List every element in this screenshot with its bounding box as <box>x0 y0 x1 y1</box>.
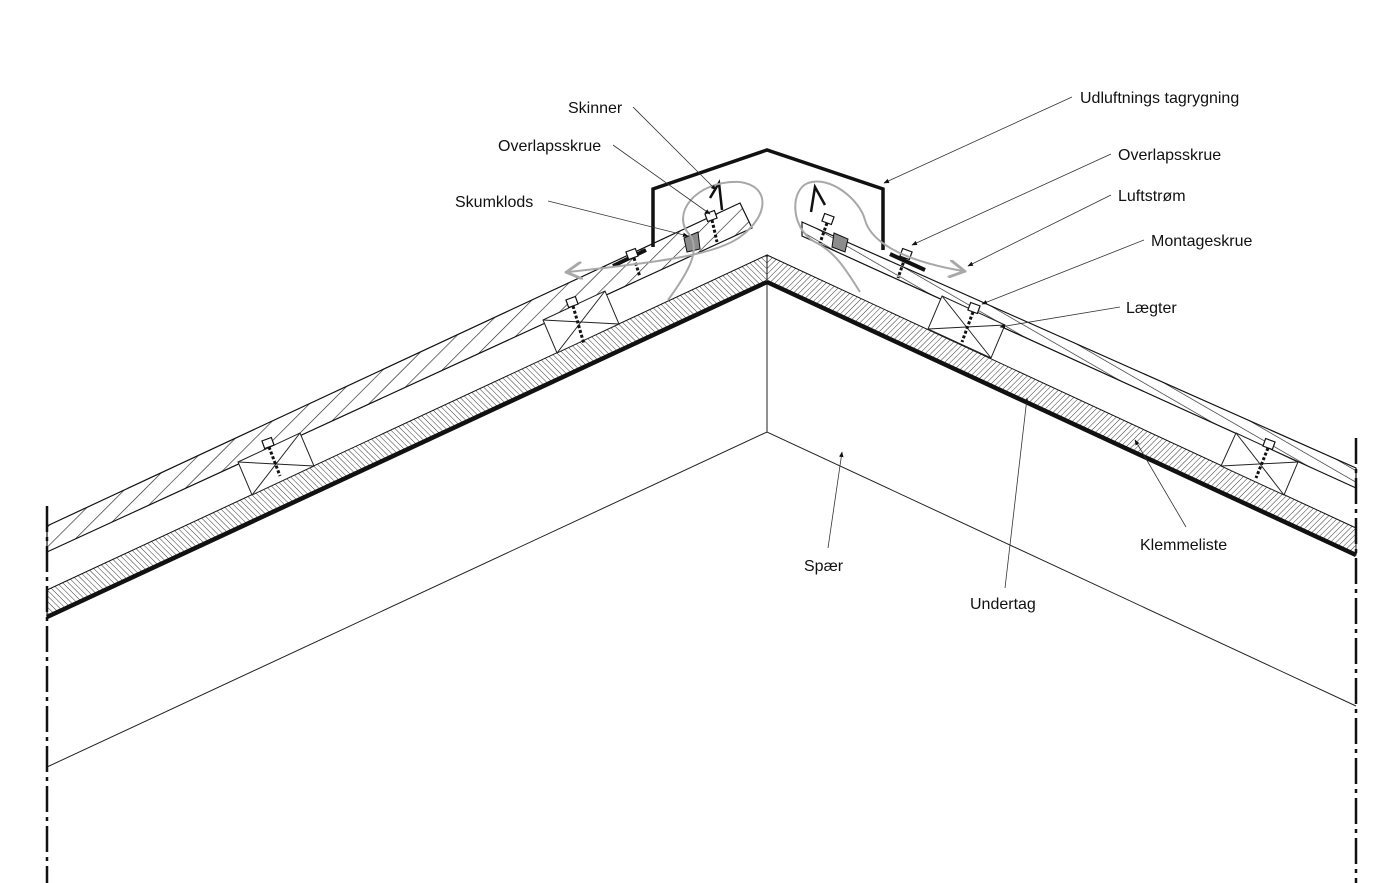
label-montageskrue: Montageskrue <box>1151 233 1252 250</box>
label-luftstroem: Luftstrøm <box>1118 188 1186 205</box>
airflow-right <box>794 180 963 293</box>
mounting-screw-right-upper <box>960 301 981 343</box>
label-udluftnings-tagrygning: Udluftnings tagrygning <box>1080 90 1239 107</box>
overlap-screw-left-lower <box>612 247 647 278</box>
mounting-screw-left-upper <box>565 295 586 345</box>
foam-block-left <box>683 231 701 253</box>
mounting-screw-left-lower <box>261 436 282 477</box>
ventilated-ridge-cap <box>651 148 885 250</box>
label-klemmeliste: Klemmeliste <box>1140 537 1227 554</box>
rail-hook-right <box>809 183 827 213</box>
underlay-right <box>766 254 1357 558</box>
label-undertag: Undertag <box>970 596 1036 613</box>
label-laegter: Lægter <box>1126 300 1177 317</box>
overlap-screw-right-upper <box>818 212 835 244</box>
label-overlapsskrue-right: Overlapsskrue <box>1118 147 1221 164</box>
label-spaer: Spær <box>804 558 844 575</box>
leader-lines <box>547 96 1187 589</box>
label-overlapsskrue-left: Overlapsskrue <box>498 138 601 155</box>
rafter <box>46 282 1357 768</box>
underlay-left <box>46 254 768 620</box>
mounting-screw-right-lower <box>1254 437 1276 479</box>
foam-block-right <box>831 232 849 253</box>
label-skumklods: Skumklods <box>455 194 533 211</box>
batten-left-upper <box>542 290 620 354</box>
roof-sheet-left <box>46 202 753 553</box>
airflow-left <box>568 180 764 301</box>
batten-left-lower <box>237 432 315 496</box>
label-skinner: Skinner <box>568 100 623 117</box>
